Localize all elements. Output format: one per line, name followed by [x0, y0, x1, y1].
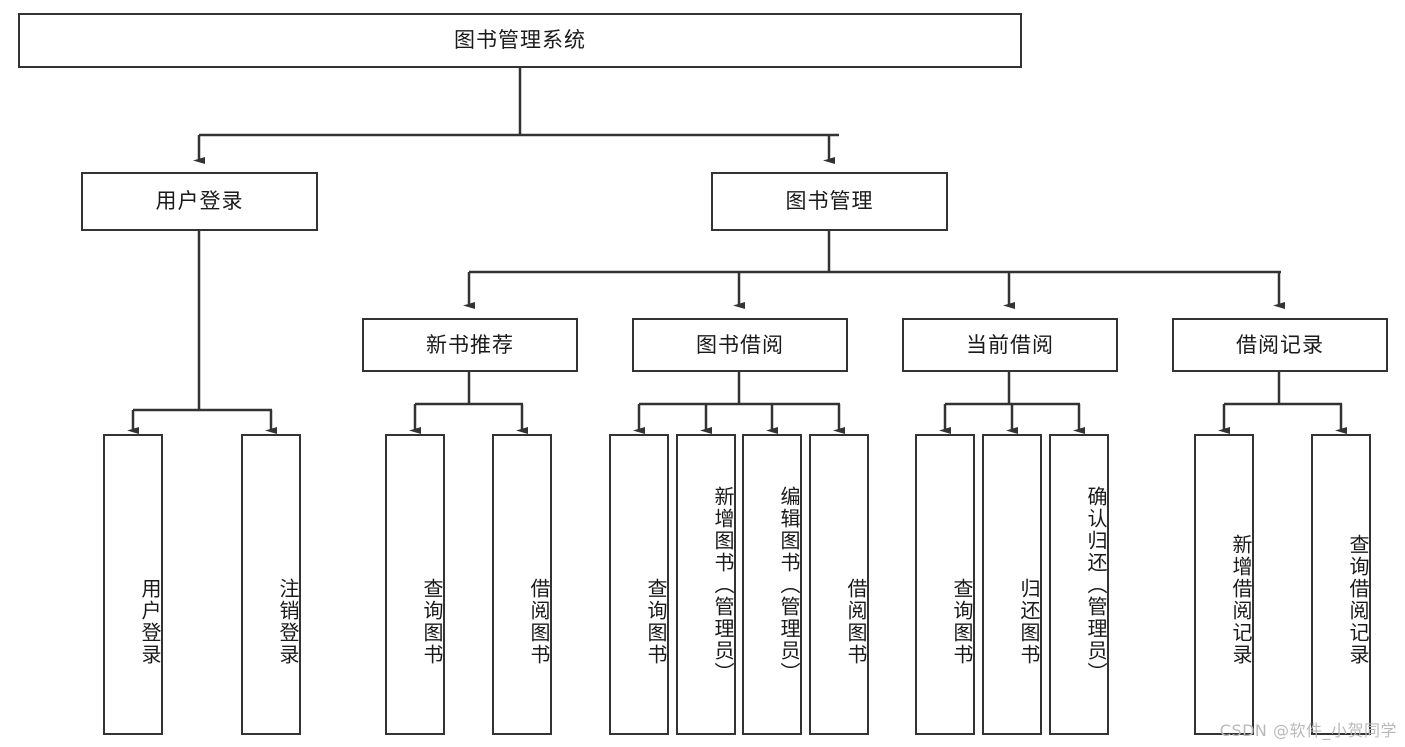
- leaf-user-login-1-label: 用户登录: [138, 577, 162, 666]
- leaf-book-borrow-1-label: 查询图书: [644, 577, 668, 666]
- leaf-current-borrow-3-label: 确认归还（管理员）: [1084, 485, 1108, 684]
- node-root-book-management-system[interactable]: 图书管理系统: [18, 13, 1022, 68]
- leaf-book-borrow-4[interactable]: 借阅图书: [809, 434, 869, 735]
- leaf-new-book-recommend-2-label: 借阅图书: [527, 577, 551, 666]
- leaf-current-borrow-1-label: 查询图书: [950, 577, 974, 666]
- leaf-book-borrow-2-label: 新增图书（管理员）: [711, 485, 735, 684]
- leaf-new-book-recommend-2[interactable]: 借阅图书: [492, 434, 552, 735]
- node-book-borrow-label: 图书借阅: [696, 332, 784, 357]
- node-borrow-record-label: 借阅记录: [1236, 332, 1324, 357]
- leaf-borrow-record-2-label: 查询借阅记录: [1346, 533, 1370, 666]
- leaf-current-borrow-3[interactable]: 确认归还（管理员）: [1049, 434, 1109, 735]
- node-book-borrow[interactable]: 图书借阅: [632, 318, 848, 372]
- leaf-current-borrow-2-label: 归还图书: [1017, 577, 1041, 666]
- node-borrow-record[interactable]: 借阅记录: [1172, 318, 1388, 372]
- node-root-label: 图书管理系统: [454, 28, 586, 53]
- node-new-book-recommend[interactable]: 新书推荐: [362, 318, 578, 372]
- leaf-borrow-record-1[interactable]: 新增借阅记录: [1194, 434, 1254, 735]
- leaf-user-login-1[interactable]: 用户登录: [103, 434, 163, 735]
- leaf-new-book-recommend-1[interactable]: 查询图书: [385, 434, 445, 735]
- leaf-book-borrow-2[interactable]: 新增图书（管理员）: [676, 434, 736, 735]
- node-book-management-label: 图书管理: [785, 189, 874, 214]
- leaf-book-borrow-3-label: 编辑图书（管理员）: [777, 485, 801, 684]
- node-current-borrow-label: 当前借阅: [966, 332, 1054, 357]
- node-current-borrow[interactable]: 当前借阅: [902, 318, 1118, 372]
- leaf-user-login-2[interactable]: 注销登录: [241, 434, 301, 735]
- node-user-login-label: 用户登录: [155, 189, 244, 214]
- leaf-borrow-record-2[interactable]: 查询借阅记录: [1311, 434, 1371, 735]
- leaf-user-login-2-label: 注销登录: [276, 577, 300, 666]
- leaf-current-borrow-1[interactable]: 查询图书: [915, 434, 975, 735]
- leaf-book-borrow-3[interactable]: 编辑图书（管理员）: [742, 434, 802, 735]
- node-user-login[interactable]: 用户登录: [81, 172, 318, 231]
- leaf-new-book-recommend-1-label: 查询图书: [420, 577, 444, 666]
- leaf-current-borrow-2[interactable]: 归还图书: [982, 434, 1042, 735]
- leaf-book-borrow-4-label: 借阅图书: [844, 577, 868, 666]
- leaf-borrow-record-1-label: 新增借阅记录: [1229, 533, 1253, 666]
- leaf-book-borrow-1[interactable]: 查询图书: [609, 434, 669, 735]
- node-new-book-recommend-label: 新书推荐: [426, 332, 514, 357]
- node-book-management[interactable]: 图书管理: [711, 172, 948, 231]
